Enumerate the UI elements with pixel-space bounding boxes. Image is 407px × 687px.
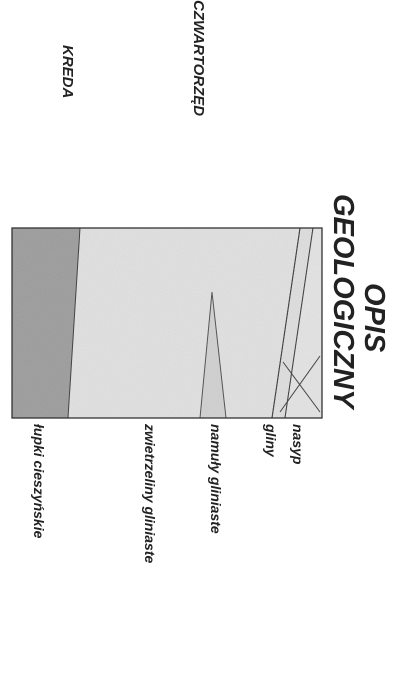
period-label-kreda: KREDA — [59, 45, 76, 99]
texture-overlay — [12, 228, 322, 418]
layer-label-nasyp: nasyp — [290, 424, 306, 465]
layer-label-lupki-cieszynskie: łupki cieszyńskie — [31, 424, 47, 539]
profile-frame — [11, 227, 323, 419]
title-line1: OPIS — [358, 283, 390, 353]
layer-label-zwietrzeliny-gliniaste: zwietrzeliny gliniaste — [142, 424, 158, 564]
layer-boundaries — [67, 227, 314, 419]
layer-label-namuly-gliniaste: namuły gliniaste — [208, 424, 224, 534]
nasyp-cross-marks — [279, 355, 321, 413]
layer-label-gliny: gliny — [263, 424, 279, 457]
title-line2: GEOLOGICZNY — [327, 194, 359, 409]
period-label-czwartorzed: CZWARTORZĘD — [190, 0, 207, 117]
